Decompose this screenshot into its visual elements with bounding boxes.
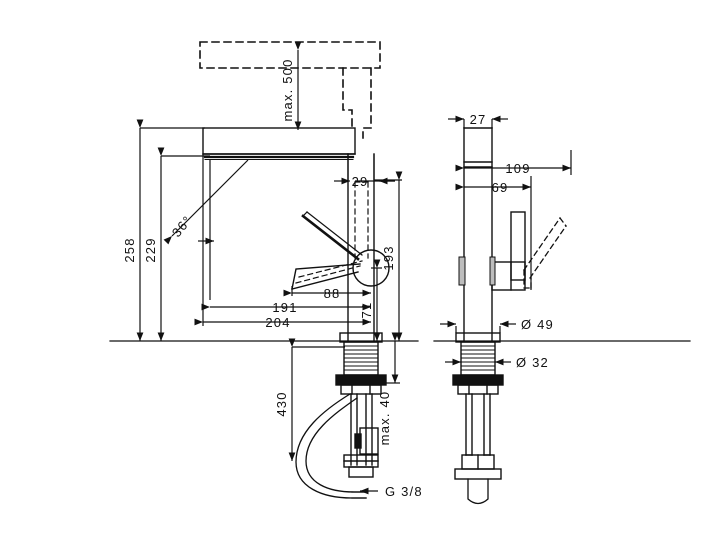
dim-430 xyxy=(288,338,345,461)
dim-label-max-500: max. 500 xyxy=(280,58,295,121)
dim-label-191: 191 xyxy=(272,300,297,315)
dim-label-27: 27 xyxy=(470,112,487,127)
dim-label-193: 193 xyxy=(381,245,396,270)
dim-label-229: 229 xyxy=(143,237,158,262)
dim-dia-49 xyxy=(440,320,516,333)
pullout-tube-dashed xyxy=(354,181,369,259)
dim-193 xyxy=(374,171,403,341)
dim-69 xyxy=(455,176,532,290)
dimension-annotations xyxy=(136,41,690,495)
dim-29 xyxy=(334,154,395,185)
dimension-text-group: max. 500 258 229 36° 29 193 71 88 191 20… xyxy=(122,58,554,499)
side-pivot-band xyxy=(458,256,496,286)
dim-label-430: 430 xyxy=(274,391,289,416)
dim-label-204: 204 xyxy=(265,315,290,330)
front-elevation-view xyxy=(109,41,419,499)
side-elevation-view xyxy=(433,127,691,505)
hose-connector-block xyxy=(343,427,379,478)
dim-label-29: 29 xyxy=(352,174,369,189)
dim-label-71: 71 xyxy=(359,302,374,319)
dim-88 xyxy=(283,286,371,297)
pullout-hose-envelope-dashed xyxy=(199,41,381,139)
mounting-nut xyxy=(335,374,387,395)
spout-arm xyxy=(202,127,356,160)
dim-204 xyxy=(194,154,371,326)
dim-label-max-40: max. 40 xyxy=(377,391,392,446)
dim-label-dia-49: Ø 49 xyxy=(521,317,554,332)
lever-lower-position xyxy=(291,260,363,290)
dim-label-258: 258 xyxy=(122,237,137,262)
dim-36-degrees xyxy=(163,159,249,300)
side-supply-tubes xyxy=(465,393,491,456)
lever-handle xyxy=(301,211,363,261)
dim-label-dia-32: Ø 32 xyxy=(516,355,549,370)
supply-tubes xyxy=(350,393,373,466)
dim-label-109: 109 xyxy=(505,161,530,176)
dim-label-88: 88 xyxy=(324,286,341,301)
dim-109 xyxy=(455,150,572,175)
dim-258 xyxy=(136,119,205,341)
side-hose-connector xyxy=(454,454,502,505)
dim-27 xyxy=(448,115,508,128)
dim-label-g38: G 3/8 xyxy=(385,484,423,499)
dim-71 xyxy=(371,259,382,341)
dim-label-69: 69 xyxy=(492,180,509,195)
side-mounting-nut xyxy=(452,374,504,395)
dim-229 xyxy=(157,147,210,341)
